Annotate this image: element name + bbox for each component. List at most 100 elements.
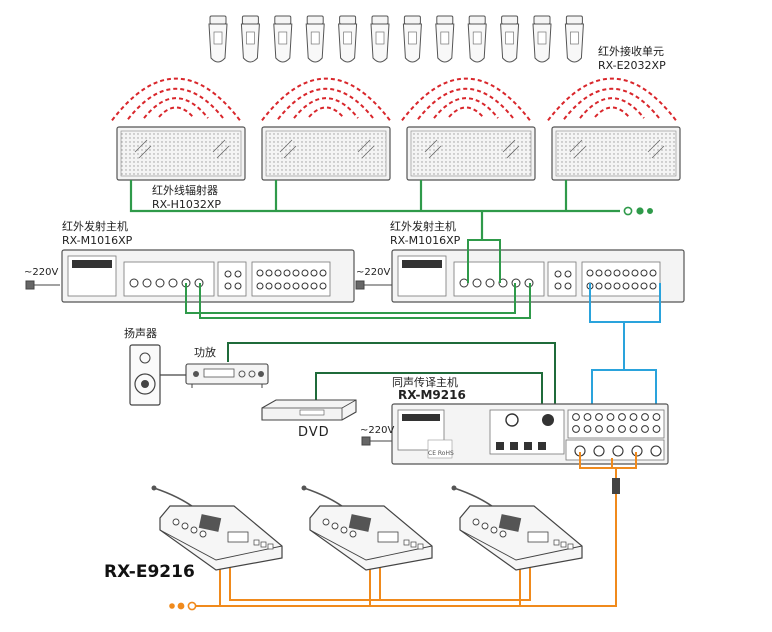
radiator-bus-line — [129, 180, 620, 240]
infrared-radiator-panel — [261, 126, 391, 181]
jack-port — [595, 425, 603, 433]
jack-port — [224, 270, 232, 278]
jack-port — [472, 278, 482, 288]
infrared-wave-arc — [111, 77, 241, 122]
jack-port — [618, 425, 626, 433]
receiver-model-label: RX-E2032XP — [598, 59, 666, 72]
jack-port — [606, 413, 615, 421]
jack-port — [629, 425, 638, 433]
infrared-receiver-icon — [273, 15, 293, 63]
infrared-radiator-panel — [116, 126, 246, 181]
jack-port — [234, 282, 242, 290]
jack-port — [155, 278, 165, 288]
infrared-wave-arc — [547, 77, 677, 122]
infrared-wave-arc — [401, 77, 531, 122]
jack-port — [652, 425, 661, 433]
jack-port — [649, 282, 657, 290]
ir-waves — [111, 77, 677, 122]
jack-port — [234, 270, 242, 278]
jack-port — [283, 282, 291, 290]
radiator-label: 红外线辐射器 — [152, 184, 218, 197]
jack-port — [283, 269, 291, 277]
jack-port — [274, 269, 282, 277]
jack-port — [572, 413, 580, 421]
jack-port — [459, 278, 469, 288]
rohs-tag: CE RoHS — [428, 450, 454, 457]
bus-continuation-dots — [623, 206, 653, 216]
jack-port — [595, 269, 603, 277]
jack-port — [595, 282, 603, 290]
jack-port — [168, 278, 178, 288]
receiver-unit-label: 红外接收单元 — [598, 45, 664, 58]
jack-port — [129, 278, 139, 288]
jack-port — [572, 425, 580, 433]
speaker-label: 扬声器 — [124, 327, 157, 340]
infrared-receiver-icon — [370, 15, 390, 63]
jack-port — [641, 413, 649, 421]
jack-port — [256, 282, 264, 290]
jack-port — [301, 269, 309, 277]
conference-delegate-unit-icon — [301, 485, 433, 571]
interpreter-host-label: 同声传译主机 — [392, 376, 458, 389]
jack-port — [631, 282, 639, 290]
jack-port — [265, 269, 273, 277]
transmitter-right-model-label: RX-M1016XP — [390, 234, 461, 247]
jack-port — [319, 282, 327, 290]
jack-port — [622, 282, 630, 290]
din-port — [650, 445, 662, 457]
jack-port — [649, 269, 657, 277]
jack-port — [631, 269, 639, 277]
din-port — [593, 445, 605, 457]
audio-link-lines — [227, 342, 556, 410]
transmitter-left-device — [61, 249, 355, 303]
conference-delegate-unit-icon — [451, 485, 583, 571]
infrared-receiver-icon — [532, 15, 552, 63]
jack-port — [142, 278, 152, 288]
amplifier-icon — [185, 363, 269, 388]
receivers-row — [208, 15, 584, 63]
jack-port — [554, 282, 562, 290]
jack-port — [554, 270, 562, 278]
jack-port — [640, 282, 648, 290]
radiators-row — [116, 126, 681, 181]
jack-port — [274, 282, 282, 290]
dvd-label: DVD — [298, 425, 330, 440]
jack-port — [564, 270, 572, 278]
jack-port — [292, 269, 300, 277]
jack-port — [586, 269, 594, 277]
transmitter-link-lines — [185, 239, 531, 319]
delegate-units-row — [151, 485, 583, 571]
infrared-radiator-panel — [406, 126, 536, 181]
jack-port — [641, 425, 649, 433]
transmitter-right-device — [391, 249, 685, 303]
jack-port — [629, 413, 638, 421]
infrared-receiver-icon — [305, 15, 325, 63]
din-port — [612, 445, 624, 457]
blue-signal-lines — [589, 283, 661, 410]
jack-port — [256, 269, 264, 277]
jack-port — [583, 413, 592, 421]
loudspeaker-icon — [129, 344, 161, 406]
jack-port — [604, 282, 612, 290]
voltage-label-left: ~220V — [24, 267, 59, 278]
jack-port — [301, 282, 309, 290]
interpreter-model-label: RX-M9216 — [398, 388, 466, 402]
transmitter-right-label: 红外发射主机 — [390, 220, 456, 233]
jack-port — [613, 269, 621, 277]
infrared-receiver-icon — [500, 15, 520, 63]
delegate-trunk-lines — [196, 452, 637, 607]
infrared-receiver-icon — [467, 15, 487, 63]
jack-port — [292, 282, 300, 290]
conference-delegate-unit-icon — [151, 485, 283, 571]
jack-port — [310, 282, 318, 290]
jack-port — [564, 282, 572, 290]
infrared-wave-arc — [261, 77, 391, 122]
power-plug-icon — [25, 280, 392, 446]
infrared-receiver-icon — [402, 15, 422, 63]
transmitter-left-label: 红外发射主机 — [62, 220, 128, 233]
jack-port — [595, 413, 603, 421]
jack-port — [640, 269, 648, 277]
voltage-label-host: ~220V — [360, 425, 395, 436]
jack-port — [485, 278, 495, 288]
